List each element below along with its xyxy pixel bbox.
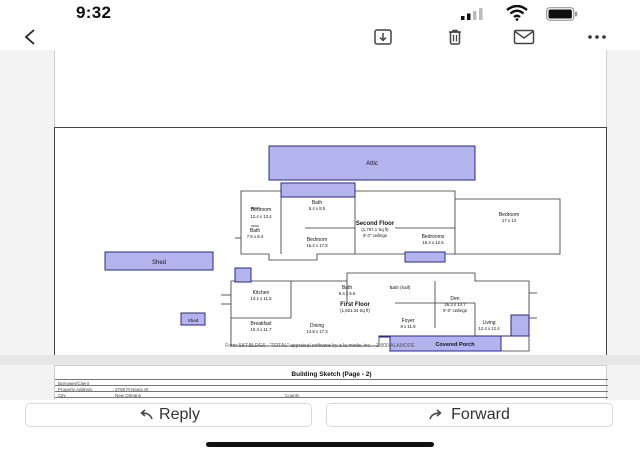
- covered-porch-area: [378, 314, 530, 352]
- label-kitchen: Kitchen: [253, 290, 270, 296]
- form-row-address: Property Address 2708 Prytania St: [55, 385, 608, 392]
- borrower-label: Borrower/Client: [58, 380, 90, 386]
- dim-foyer: 8 x 11.9: [401, 324, 417, 329]
- label-bath-half: Bath (half): [390, 285, 411, 290]
- label-foyer: Foyer: [402, 318, 415, 324]
- mail-icon: [513, 29, 535, 45]
- mail-button[interactable]: [510, 26, 538, 48]
- dim-kitchen: 14.1 x 11.5: [251, 296, 273, 301]
- reply-icon: [140, 409, 153, 420]
- document-page-2: Building Sketch (Page - 2) Borrower/Clie…: [54, 365, 608, 404]
- shaded-areas: [104, 145, 530, 352]
- attic-stair-area: [280, 182, 356, 198]
- message-toolbar: [0, 26, 640, 50]
- chevron-left-icon: [24, 29, 35, 45]
- dim-breakfast: 10.4 x 11.7: [251, 327, 273, 332]
- dim-bath-left: 7.6 x 8.4: [247, 234, 264, 239]
- first-floor-area: (1,821.34 Sq ft): [340, 308, 370, 313]
- label-covered-porch: Covered Porch: [435, 342, 475, 348]
- forward-icon: [429, 409, 442, 420]
- status-bar: 9:32: [0, 0, 640, 26]
- label-bath-left: Bath: [250, 228, 261, 234]
- balcony-area: [404, 251, 446, 263]
- message-actions: Reply Forward: [0, 400, 640, 430]
- battery-icon: [546, 7, 578, 21]
- page-separator: [0, 355, 640, 365]
- page-2-title: Building Sketch (Page - 2): [291, 371, 372, 378]
- more-button[interactable]: [584, 26, 610, 48]
- den-ceiling: 9' 6" ceilings: [443, 308, 467, 313]
- status-time: 9:32: [76, 3, 112, 22]
- trash-icon: [449, 29, 461, 45]
- label-dining: Dining: [310, 323, 324, 329]
- label-bedrooms-right: Bedrooms: [422, 234, 445, 240]
- dim-bath-top: 5.4 x 8.5: [309, 206, 326, 211]
- floor-plan: Attic Shed Shed Bedroom 12.4 x 13.4 Bath…: [104, 145, 561, 352]
- forward-button[interactable]: Forward: [326, 403, 613, 427]
- label-bedroom-left: Bedroom: [251, 207, 271, 213]
- second-floor-ceiling: 9' 0" ceilings: [363, 233, 387, 238]
- label-attic: Attic: [366, 161, 378, 167]
- home-indicator[interactable]: [206, 442, 434, 447]
- reply-button[interactable]: Reply: [25, 403, 312, 427]
- building-sketch: Attic Shed Shed Bedroom 12.4 x 13.4 Bath…: [54, 127, 607, 374]
- form-row-borrower: Borrower/Client: [55, 379, 608, 386]
- label-second-floor: Second Floor: [356, 221, 395, 227]
- address-value: 2708 Prytania St: [115, 386, 149, 392]
- forward-label: Forward: [451, 406, 510, 423]
- county-label: County: [285, 392, 300, 398]
- label-breakfast: Breakfast: [250, 321, 272, 327]
- dim-bedroom-left: 12.4 x 13.4: [250, 214, 272, 219]
- save-to-files-button[interactable]: [370, 26, 396, 48]
- attachment-preview[interactable]: Attic Shed Shed Bedroom 12.4 x 13.4 Bath…: [0, 50, 640, 404]
- form-row-city: City New Orleans County: [55, 391, 608, 398]
- sketch-footer-note: Form SKT.BLDG6 - "TOTAL" appraisal softw…: [225, 343, 415, 349]
- dim-den: 26.3 x 14.7: [444, 302, 466, 307]
- address-label: Property Address: [58, 386, 93, 392]
- label-bath-top: Bath: [312, 200, 323, 206]
- dim-bedroom-center: 15.2 x 17.8: [306, 243, 328, 248]
- shed-small-area: [180, 312, 206, 326]
- floor-plan-labels: Attic Shed Shed Bedroom 12.4 x 13.4 Bath…: [152, 161, 519, 348]
- reply-label: Reply: [159, 406, 200, 423]
- back-button[interactable]: [20, 26, 40, 48]
- city-label: City: [58, 392, 66, 398]
- label-first-floor: First Floor: [340, 302, 370, 308]
- label-den: Den: [450, 296, 459, 302]
- label-living: Living: [482, 320, 495, 326]
- signal-icon: [461, 8, 483, 20]
- dim-bedroom-right: 17 x 13: [502, 218, 517, 223]
- label-shed-left: Shed: [152, 260, 166, 266]
- shed-left-area: [104, 251, 214, 271]
- download-icon: [374, 29, 392, 45]
- label-bath-first: Bath: [342, 285, 353, 291]
- delete-button[interactable]: [442, 26, 468, 48]
- label-shed-small: Shed: [188, 318, 199, 323]
- dim-bedrooms-right: 15.4 x 12.5: [422, 240, 444, 245]
- second-floor-area: (1,767.1 Sq ft): [361, 227, 389, 232]
- stoop-area: [234, 267, 252, 283]
- label-bedroom-center: Bedroom: [307, 237, 327, 243]
- city-value: New Orleans: [115, 392, 142, 398]
- attic-area: [268, 145, 476, 181]
- dim-living: 12.4 x 12.4: [478, 326, 500, 331]
- dim-bath-first: 6.4 x 5.6: [339, 291, 356, 296]
- more-horizontal-icon: [588, 35, 606, 39]
- dim-dining: 14.8 x 17.3: [306, 329, 328, 334]
- label-bedroom-right: Bedroom: [499, 212, 519, 218]
- wifi-icon: [506, 5, 528, 21]
